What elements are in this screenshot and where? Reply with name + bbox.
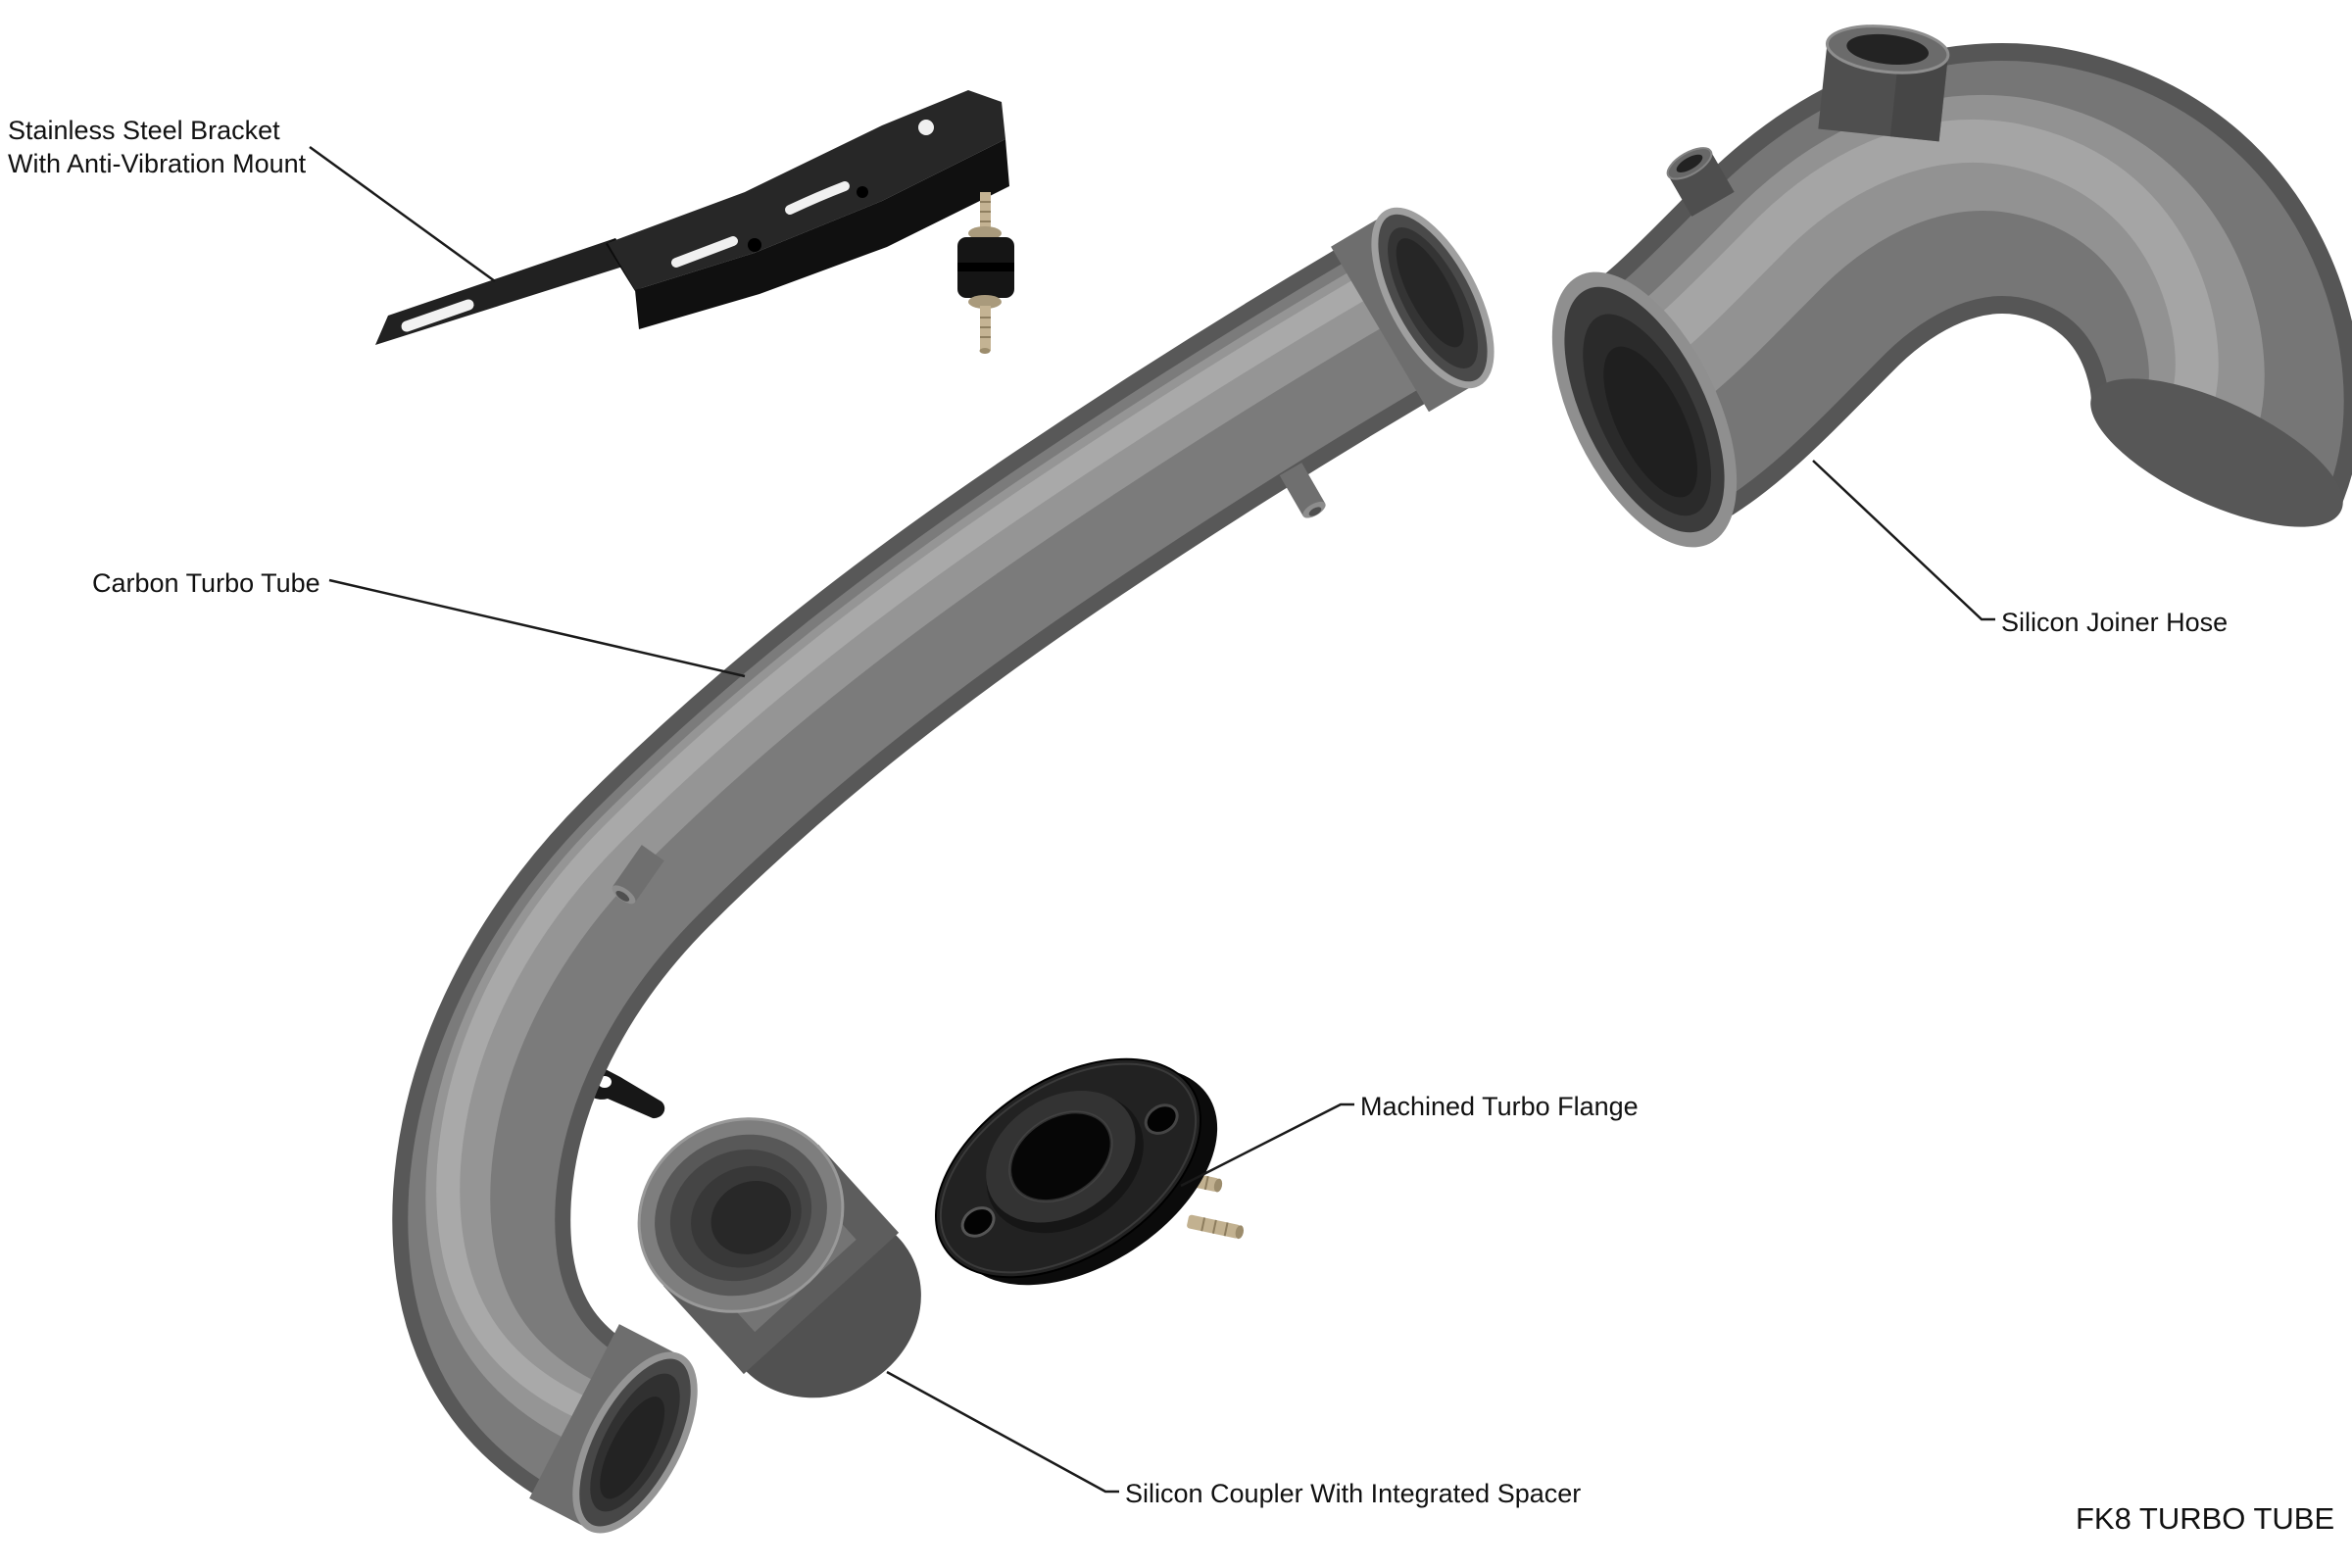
label-bracket-line2: With Anti-Vibration Mount bbox=[8, 149, 307, 178]
turbo-flange-graphic bbox=[934, 1057, 1218, 1286]
leader-lines bbox=[309, 145, 1995, 1494]
label-turbo-flange: Machined Turbo Flange bbox=[1360, 1092, 1639, 1121]
coupler-graphic bbox=[637, 1117, 921, 1398]
leader-turbo-flange bbox=[1180, 1102, 1354, 1188]
label-carbon-tube: Carbon Turbo Tube bbox=[92, 568, 320, 598]
hose-stub-icon bbox=[1666, 147, 1735, 217]
tube-nipple-icon bbox=[1279, 463, 1326, 518]
diagram-title: FK8 TURBO TUBE bbox=[2076, 1501, 2335, 1536]
anti-vibration-mount-graphic bbox=[957, 192, 1014, 354]
label-bracket: Stainless Steel Bracket With Anti-Vibrat… bbox=[8, 114, 306, 180]
leader-coupler bbox=[886, 1370, 1119, 1494]
label-coupler: Silicon Coupler With Integrated Spacer bbox=[1125, 1479, 1582, 1508]
tube-nipple-icon bbox=[612, 845, 664, 905]
label-bracket-line1: Stainless Steel Bracket bbox=[8, 116, 280, 145]
leader-carbon-tube bbox=[328, 578, 746, 678]
joiner-hose-graphic bbox=[1551, 24, 2352, 548]
carbon-tube-graphic bbox=[392, 207, 1494, 1534]
leader-bracket bbox=[309, 145, 496, 283]
leader-joiner-hose bbox=[1812, 460, 1995, 621]
label-joiner-hose: Silicon Joiner Hose bbox=[2001, 608, 2229, 637]
hose-port-icon bbox=[1818, 24, 1950, 142]
bracket-graphic bbox=[375, 90, 1009, 345]
